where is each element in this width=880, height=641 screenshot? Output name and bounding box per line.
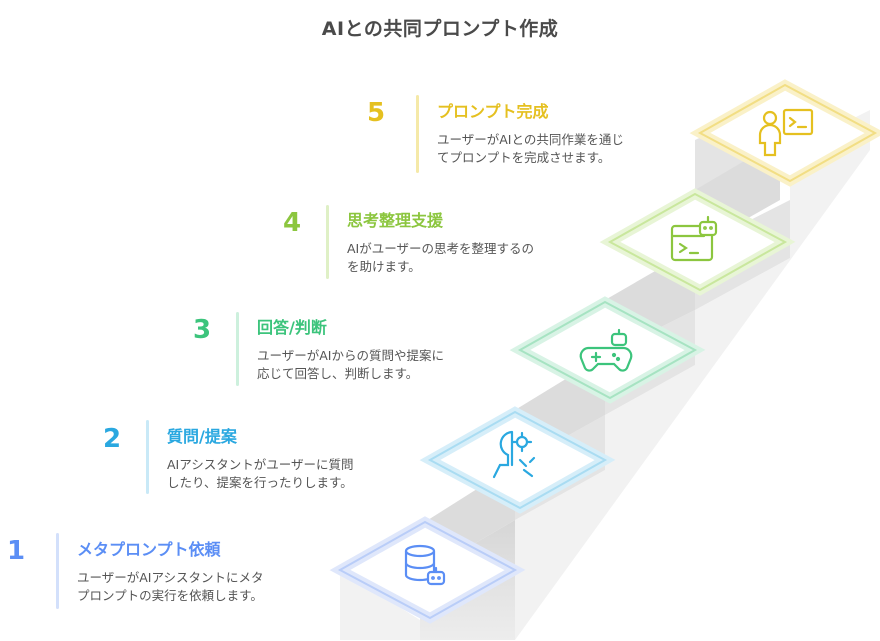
step-desc-2-line1: AIアシスタントがユーザーに質問	[167, 457, 354, 472]
step-desc-1: ユーザーがAIアシスタントにメタ プロンプトの実行を依頼します。	[77, 569, 317, 605]
step-desc-4-line1: AIがユーザーの思考を整理するの	[347, 241, 534, 256]
step-desc-2-line2: したり、提案を行ったりします。	[167, 475, 353, 490]
step-divider-5	[416, 95, 419, 173]
step-top-1	[329, 516, 526, 624]
step-number-1: 1	[6, 536, 26, 566]
step-number-4: 4	[282, 208, 302, 238]
step-desc-1-line2: プロンプトの実行を依頼します。	[77, 588, 263, 603]
step-top-3	[509, 296, 706, 404]
step-desc-3: ユーザーがAIからの質問や提案に 応じて回答し、判断します。	[257, 347, 497, 383]
step-title-4: 思考整理支援	[347, 211, 444, 230]
step-divider-2	[146, 420, 149, 494]
step-title-3: 回答/判断	[257, 318, 327, 337]
step-divider-1	[56, 533, 59, 609]
step-desc-4: AIがユーザーの思考を整理するの を助けます。	[347, 240, 587, 276]
step-divider-3	[236, 312, 239, 386]
diagram-title: AIとの共同プロンプト作成	[321, 18, 559, 40]
step-desc-5-line1: ユーザーがAIとの共同作業を通じ	[437, 132, 624, 147]
step-desc-3-line2: 応じて回答し、判断します。	[257, 366, 419, 381]
step-desc-5: ユーザーがAIとの共同作業を通じ てプロンプトを完成させます。	[437, 131, 677, 167]
step-title-2: 質問/提案	[167, 427, 237, 446]
step-desc-4-line2: を助けます。	[347, 259, 421, 274]
head-gear-icon	[492, 430, 536, 479]
step-desc-2: AIアシスタントがユーザーに質問 したり、提案を行ったりします。	[167, 456, 407, 492]
step-desc-1-line1: ユーザーがAIアシスタントにメタ	[77, 570, 264, 585]
step-number-3: 3	[192, 315, 212, 345]
step-number-2: 2	[102, 424, 122, 454]
step-top-4	[599, 188, 796, 296]
step-title-1: メタプロンプト依頼	[77, 540, 221, 559]
step-number-5: 5	[366, 98, 386, 128]
step-divider-4	[326, 205, 329, 279]
person-terminal-icon	[758, 108, 814, 157]
step-desc-5-line2: てプロンプトを完成させます。	[437, 150, 611, 165]
gamepad-bot-icon	[579, 328, 633, 372]
step-desc-3-line1: ユーザーがAIからの質問や提案に	[257, 348, 444, 363]
step-title-5: プロンプト完成	[437, 102, 549, 121]
terminal-bot-icon	[670, 215, 718, 262]
database-bot-icon	[404, 544, 446, 586]
step-top-2	[419, 406, 616, 514]
